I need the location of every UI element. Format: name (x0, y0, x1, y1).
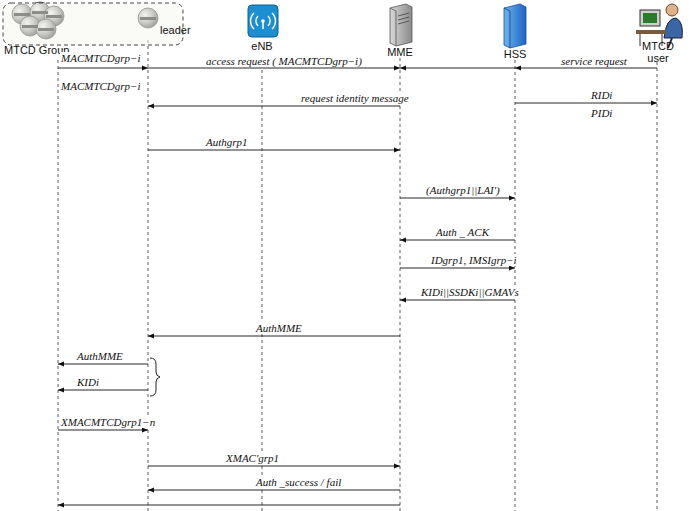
message-label: service request (560, 55, 628, 67)
message-label: MACMTCDgrp−i (60, 52, 142, 64)
lifeline-header: HSS (493, 48, 537, 62)
message-label: AuthMME (76, 350, 124, 362)
message-label: RIDi (590, 89, 613, 101)
message-arrow (400, 240, 515, 241)
message-label: (Authgrp1||LAI') (425, 184, 501, 196)
message-label: KIDi (76, 376, 100, 388)
message-arrow (400, 198, 515, 199)
message-arrow (58, 390, 148, 391)
group-box: MTCD Groupleader (2, 2, 184, 58)
message-arrow (58, 505, 400, 506)
message-label: Auth _ ACK (435, 226, 490, 238)
message-arrow (58, 68, 148, 69)
message-label: request identity message (300, 92, 410, 104)
lifeline-name: eNB (238, 40, 286, 52)
message-arrow (400, 300, 515, 301)
message-arrow (58, 364, 148, 365)
enb-icon (248, 5, 278, 37)
message-arrow (400, 268, 515, 269)
lifelines (58, 40, 657, 511)
hss-icon (504, 4, 526, 48)
lifeline-name: MTCD user (636, 40, 680, 64)
message-label: Authgrp1 (205, 136, 249, 148)
message-arrow (515, 103, 657, 104)
lifeline-name: MME (378, 46, 422, 58)
message-arrow (515, 68, 657, 69)
message-note: PIDi (590, 107, 613, 119)
message-arrow (148, 106, 400, 107)
bracket (150, 358, 160, 396)
message-arrow (400, 68, 515, 69)
lifeline-header: leader (128, 6, 182, 37)
lifeline-header: eNB (238, 38, 286, 54)
message-label: XMAC'grp1 (225, 452, 280, 464)
message-label: KIDi||SSDKi||GMAVs (420, 286, 520, 298)
message-note: MACMTCDgrp−i (60, 80, 142, 92)
lifeline-name: leader (160, 24, 191, 36)
message-label: IDgrp1, IMSIgrp−i (430, 254, 518, 266)
dashed-outline (2, 2, 184, 46)
message-arrow (58, 430, 148, 431)
message-label: XMACMTCDgrp1−n (60, 416, 156, 428)
message-arrow (148, 150, 400, 151)
lifeline-header: MME (378, 46, 422, 60)
message-arrow (148, 490, 400, 491)
message-label: Auth _success / fail (255, 476, 342, 488)
lifeline-header: MTCD user (636, 40, 680, 66)
lifeline-name: HSS (493, 48, 537, 60)
server-icon (390, 4, 412, 46)
message-arrow (148, 68, 400, 69)
message-arrow (148, 336, 400, 337)
message-label: access request ( MACMTCDgrp−i) (205, 55, 363, 67)
message-label: AuthMME (255, 322, 303, 334)
message-arrow (148, 466, 400, 467)
